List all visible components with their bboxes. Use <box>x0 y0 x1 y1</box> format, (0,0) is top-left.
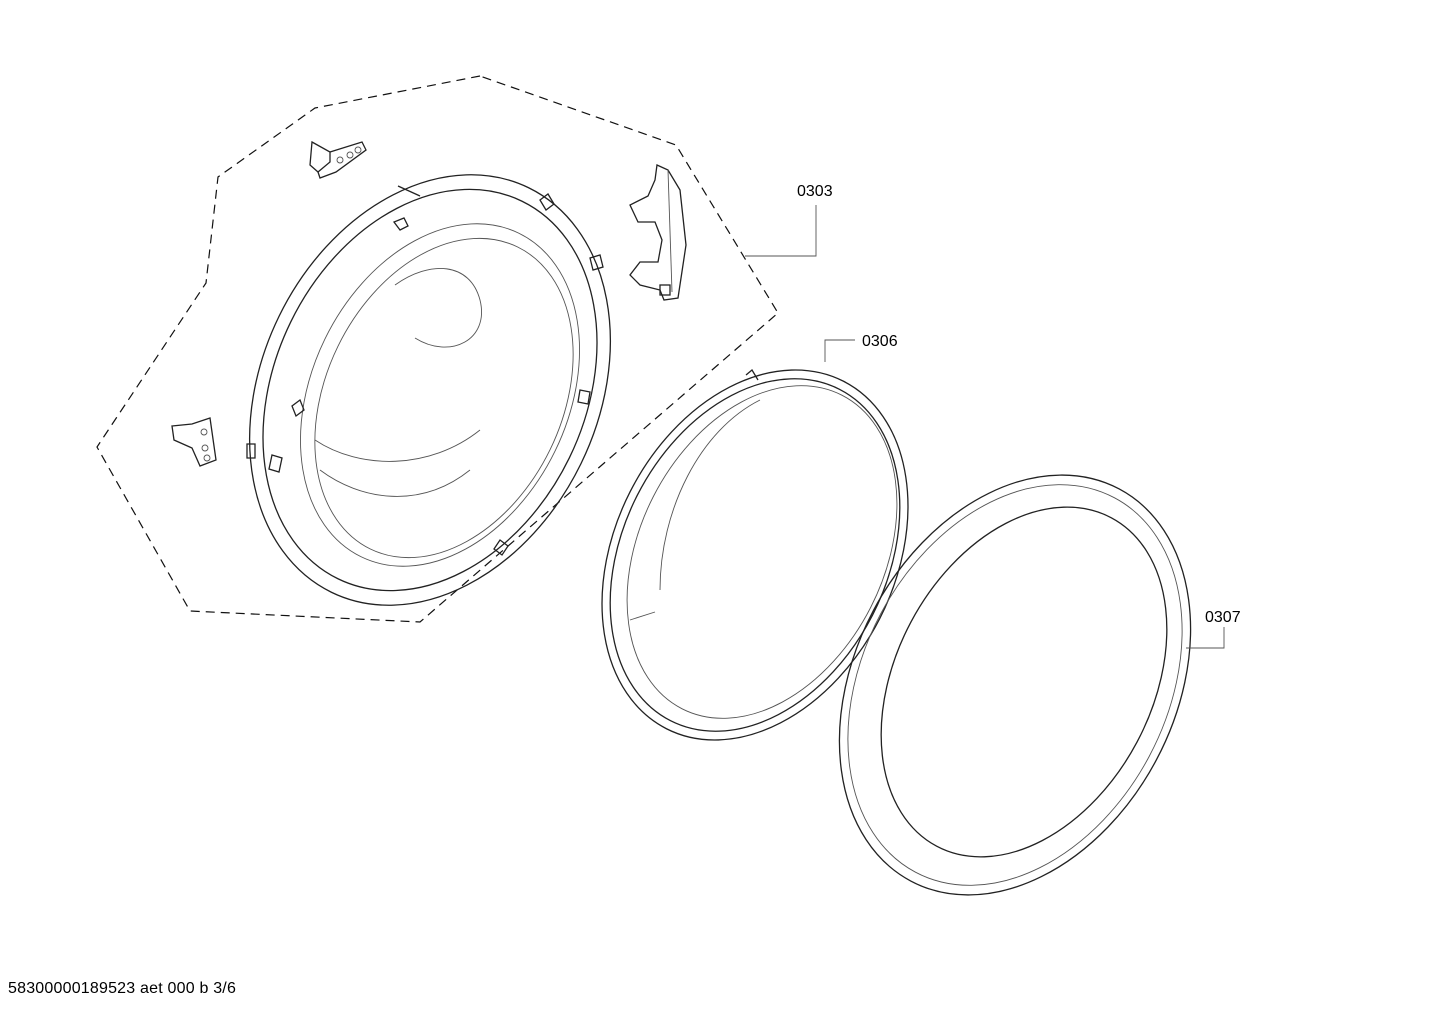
hinge-bracket <box>629 164 687 301</box>
leader-0306 <box>824 339 855 362</box>
latch-part-left <box>171 417 217 467</box>
assembly-boundary <box>96 75 779 623</box>
door-frame-ring <box>246 174 612 606</box>
callout-0303: 0303 <box>797 183 833 200</box>
callout-0307: 0307 <box>1205 609 1241 626</box>
door-outer-ring <box>838 474 1192 896</box>
callout-0306: 0306 <box>862 333 898 350</box>
latch-part-top <box>309 140 367 179</box>
leader-0303 <box>745 205 817 257</box>
door-glass <box>601 369 909 741</box>
drawing-reference: 58300000189523 aet 000 b 3/6 <box>8 980 237 997</box>
leader-0307 <box>1186 627 1225 649</box>
